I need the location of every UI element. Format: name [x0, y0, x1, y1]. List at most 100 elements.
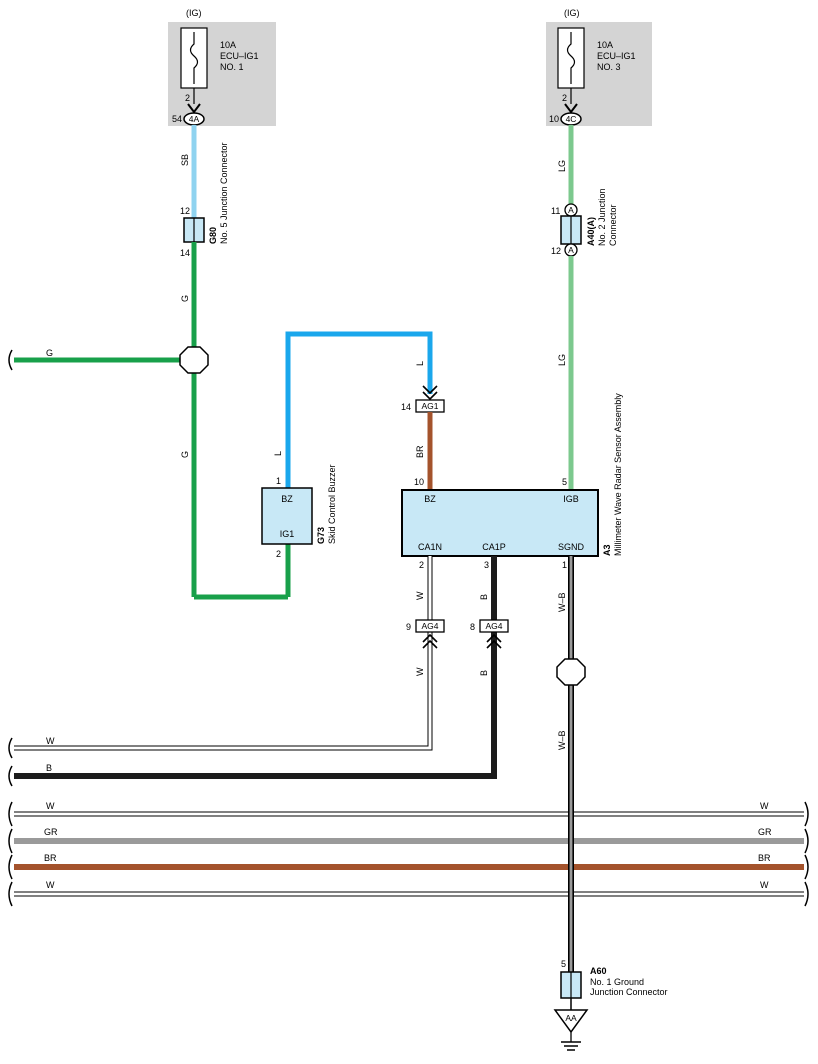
- fuse-supply-label: (IG): [564, 8, 580, 18]
- connector-pin-number: 54: [172, 114, 182, 124]
- junction-name-1: No. 1 Ground: [590, 977, 644, 987]
- connector-arrow-icon: [486, 633, 502, 649]
- fuse-name: ECU–IG1: [220, 51, 259, 61]
- wire-l: [285, 331, 433, 488]
- wire-label-left: W: [46, 801, 55, 811]
- bus-wire-gr: GR GR: [14, 827, 804, 844]
- wire-break-icon: [8, 349, 13, 371]
- wire-label-right: GR: [758, 827, 772, 837]
- connector-box: [415, 619, 445, 633]
- connector-box: [479, 619, 509, 633]
- bus-break-marks: [8, 801, 809, 907]
- wire-label-l-radar: L: [415, 361, 425, 366]
- wire-label-w-radar: W: [415, 591, 425, 600]
- wire-break-icon: [804, 881, 809, 907]
- radar-pin-ca1p-label: CA1P: [482, 542, 506, 552]
- connector-ag4-b: AG4 8: [470, 619, 509, 633]
- wire-break-icon: [804, 801, 809, 827]
- splice-point-icon: [179, 346, 209, 374]
- terminal-arrow-icon: [564, 103, 578, 114]
- wire-label-left: BR: [44, 853, 57, 863]
- wire-break-icon: [804, 828, 809, 854]
- connector-label: AG4: [421, 621, 438, 631]
- ground-point-label: AA: [565, 1013, 577, 1023]
- wire-label-b-radar: B: [479, 594, 489, 600]
- fuse-number: NO. 1: [220, 62, 244, 72]
- ground-symbol-icon: [561, 1032, 581, 1051]
- radar-pin-ca1n-label: CA1N: [418, 542, 442, 552]
- wire-break-icon: [8, 801, 13, 827]
- junction-code: A40(A): [586, 217, 596, 246]
- wire-label-w-branch: W: [46, 736, 55, 746]
- junction-pin-in: 12: [180, 206, 190, 216]
- connector-ag4-w: AG4 9: [406, 619, 445, 633]
- radar-name: Millimeter Wave Radar Sensor Assembly: [613, 393, 623, 556]
- connector-pin: 14: [401, 402, 411, 412]
- ground-junction-a60: 5 A60 No. 1 Ground Junction Connector: [560, 959, 668, 999]
- bus-wire-w-2: W W: [14, 880, 804, 897]
- wire-label-br-radar: BR: [415, 445, 425, 458]
- fuse-rating: 10A: [220, 40, 236, 50]
- buzzer-pin-bz-label: BZ: [281, 494, 293, 504]
- wire-b: [14, 556, 497, 779]
- ground-point-icon: [553, 1009, 589, 1034]
- wire-break-icon: [804, 854, 809, 880]
- connector-pin: 9: [406, 622, 411, 632]
- bus-wire-w-1: W W: [14, 801, 804, 817]
- wire-break-icon: [8, 765, 13, 787]
- radar-pin-sgnd-number: 1: [562, 560, 567, 570]
- radar-pin-sgnd-label: SGND: [558, 542, 585, 552]
- fuse-supply-label: (IG): [186, 8, 202, 18]
- connector-arrow-icon: [422, 633, 438, 649]
- fuse-pin-number: 2: [185, 93, 190, 103]
- junction-name-1: No. 2 Junction: [597, 188, 607, 246]
- wire-break-icon: [8, 737, 13, 759]
- connector-ag1: AG1 14: [401, 399, 445, 413]
- wire-label-left: W: [46, 880, 55, 890]
- radar-pin-bz-label: BZ: [424, 494, 436, 504]
- splice-point-icon: [556, 658, 586, 686]
- radar-body: [401, 489, 599, 557]
- radar-pin-igb-label: IGB: [563, 494, 579, 504]
- radar-pin-ca1n-number: 2: [419, 560, 424, 570]
- skid-control-buzzer-g73: BZ IG1 1 2 G73 Skid Control Buzzer: [261, 464, 337, 559]
- bus-wire-br: BR BR: [14, 853, 804, 870]
- connector-label: 4C: [566, 114, 577, 124]
- connector-label: AG4: [485, 621, 502, 631]
- wire-break-icon: [8, 828, 13, 854]
- wire-label-right: BR: [758, 853, 771, 863]
- connector-arrow-icon: [422, 385, 438, 401]
- wire-label-w-lower: W: [415, 667, 425, 676]
- wire-break-icon: [8, 881, 13, 907]
- fuse-number: NO. 3: [597, 62, 621, 72]
- connector-label: 4A: [189, 114, 200, 124]
- junction-pin-out: 12: [551, 246, 561, 256]
- terminal-arrow-icon: [187, 103, 201, 114]
- junction-pin: 5: [561, 959, 566, 969]
- junction-mark-top-label: A: [568, 205, 574, 215]
- radar-pin-ca1p-number: 3: [484, 560, 489, 570]
- buzzer-body: [261, 487, 313, 545]
- junction-code: G80: [208, 227, 218, 244]
- wire-label-b-lower: B: [479, 670, 489, 676]
- wire-label-wb-lower: W–B: [557, 730, 567, 750]
- wire-label-l-buzzer: L: [273, 451, 283, 456]
- wire-label-g-branch: G: [46, 348, 53, 358]
- junction-name: No. 5 Junction Connector: [219, 142, 229, 244]
- junction-name-2: Connector: [608, 204, 618, 246]
- connector-pin: 8: [470, 622, 475, 632]
- fuse-name: ECU–IG1: [597, 51, 636, 61]
- buzzer-code: G73: [316, 527, 326, 544]
- junction-pin-out: 14: [180, 248, 190, 258]
- buzzer-name: Skid Control Buzzer: [327, 464, 337, 544]
- wire-label-sb: SB: [180, 154, 190, 166]
- junction-name-2: Junction Connector: [590, 987, 668, 997]
- buzzer-pin-ig1-label: IG1: [280, 529, 295, 539]
- wire-break-icon: [8, 854, 13, 880]
- junction-code: A60: [590, 966, 607, 976]
- junction-mark-bottom-label: A: [568, 245, 574, 255]
- radar-code: A3: [602, 544, 612, 556]
- wire-w-ca1n: [14, 556, 433, 751]
- wire-label-lg-upper: LG: [557, 160, 567, 172]
